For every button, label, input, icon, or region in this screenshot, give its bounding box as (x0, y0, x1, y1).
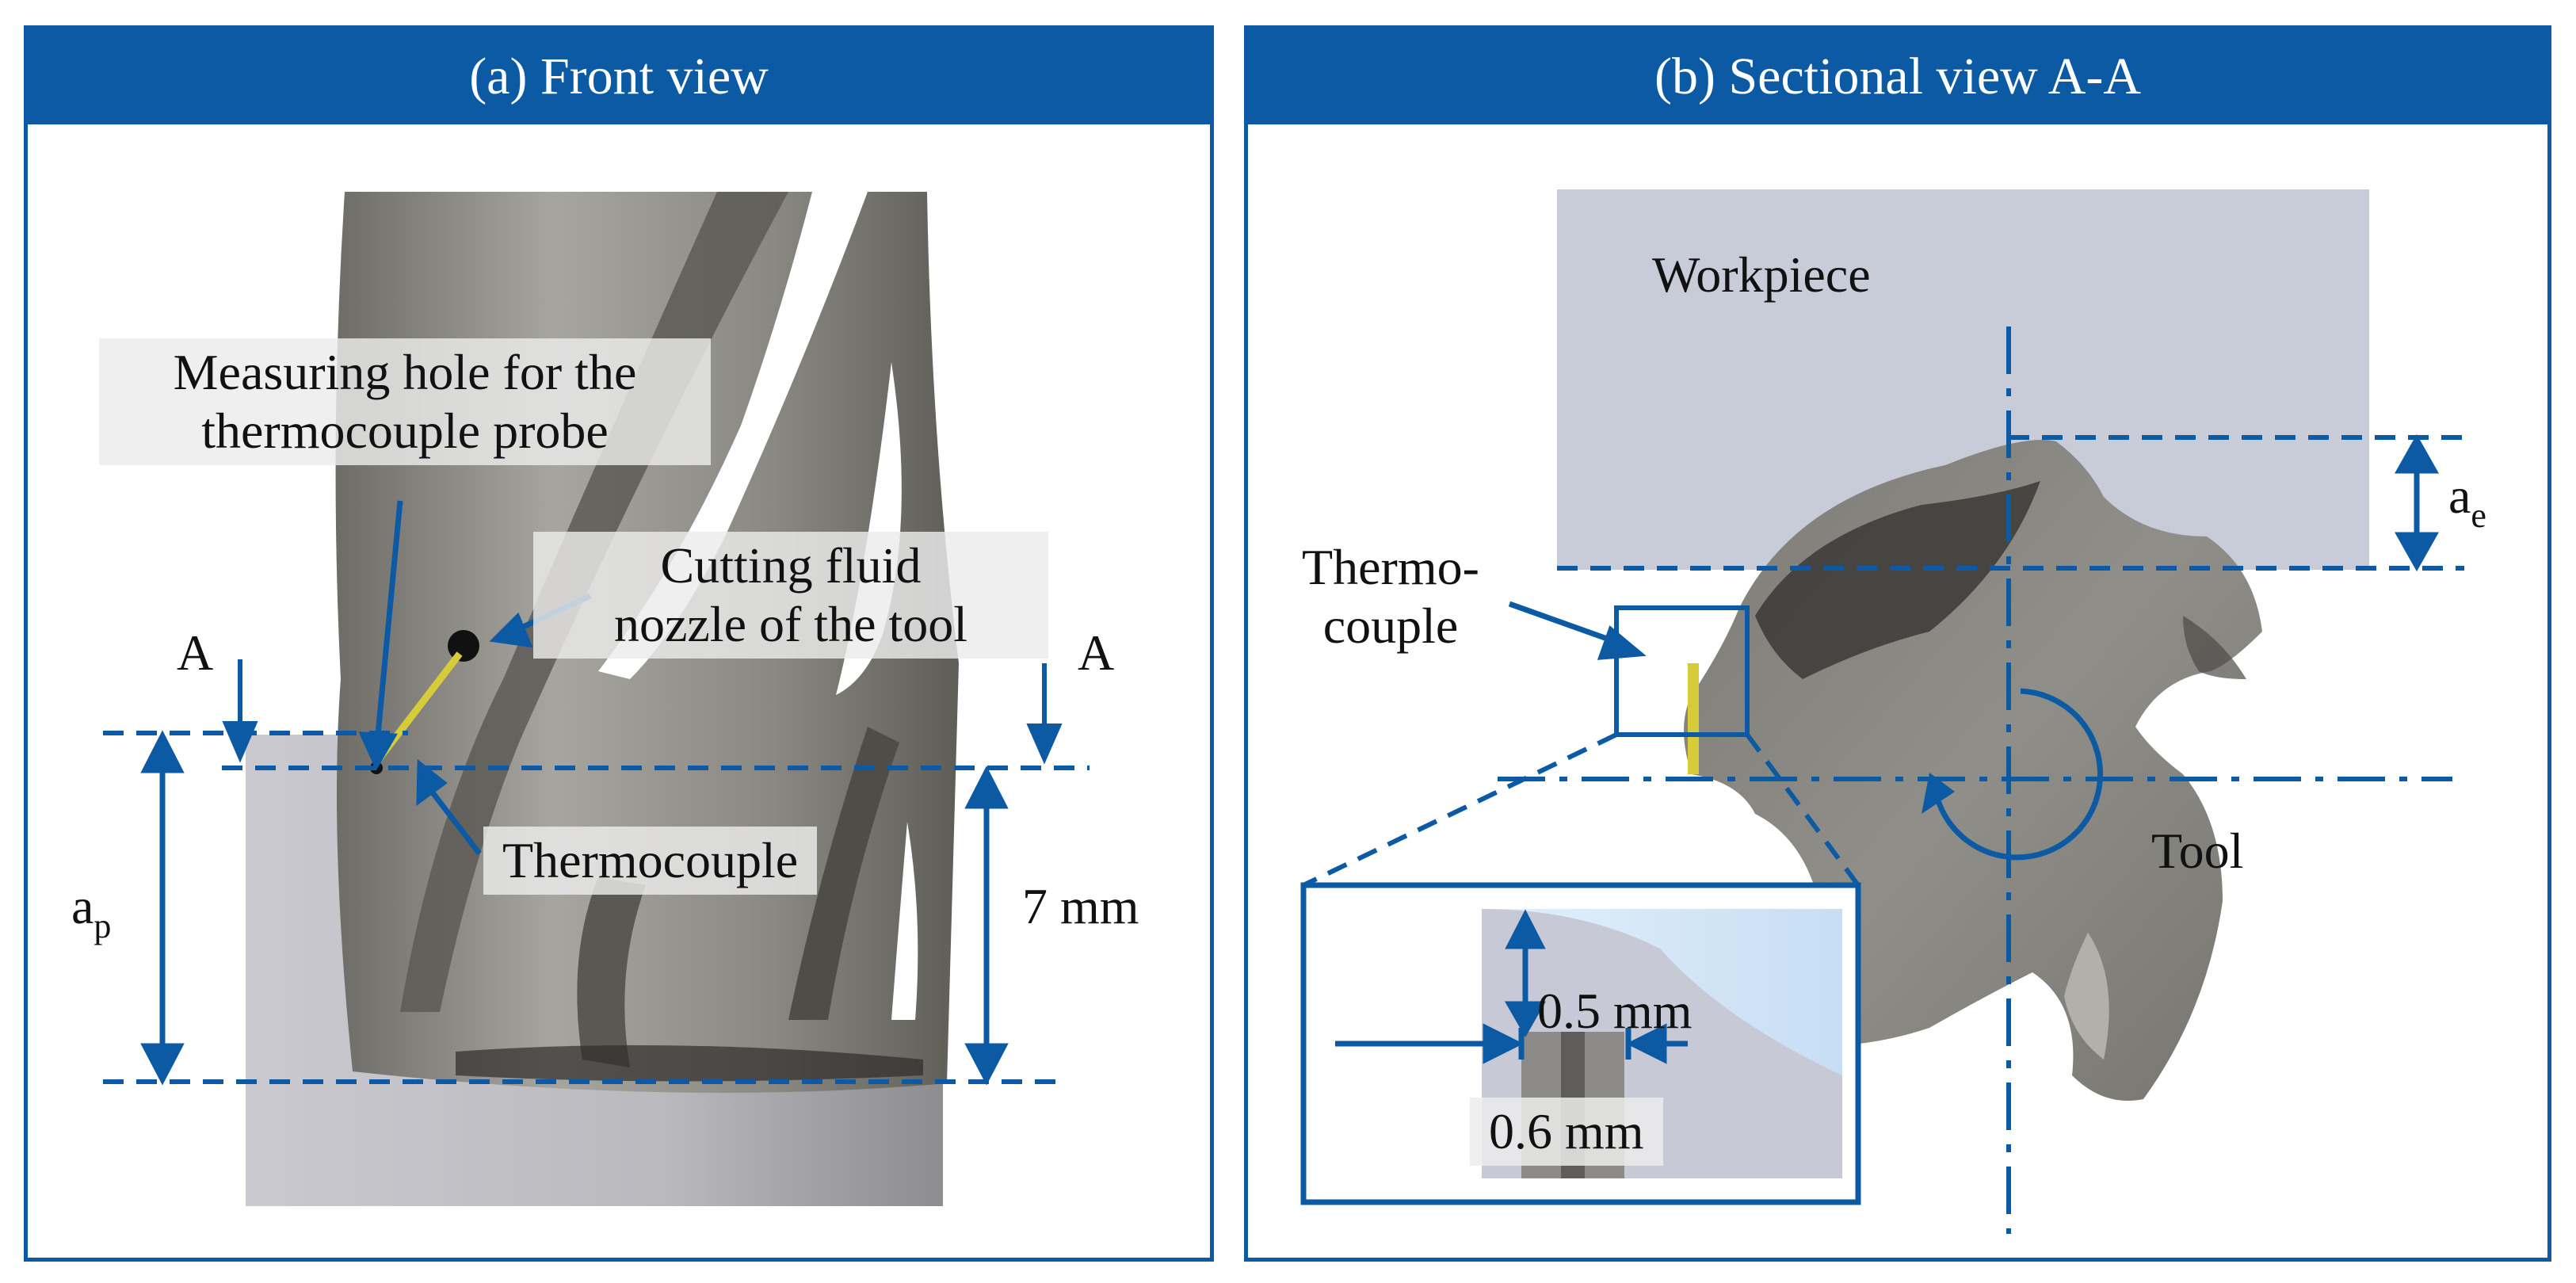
ap-label-base: a (71, 878, 94, 934)
section-mark-left: A (177, 624, 214, 681)
workpiece-label: Workpiece (1652, 246, 1871, 303)
rotation-arrowhead (1922, 773, 1955, 814)
dim-06mm-label: 0.6 mm (1470, 1098, 1663, 1166)
flute-light-3 (891, 822, 918, 1020)
sectional-view-panel: (b) Sectional view A-A (1244, 25, 2551, 1262)
flute-cavity-4 (2064, 933, 2109, 1060)
ap-label: ap (71, 877, 111, 945)
rotation-arrow (1934, 688, 2104, 861)
tool-tip-shadow (456, 1045, 923, 1082)
flute-cavity-2 (2183, 616, 2246, 679)
thermocouple-section-label-line2: couple (1322, 598, 1459, 654)
flute-dark-3 (577, 877, 646, 1067)
measuring-hole-label-line2: thermocouple probe (201, 403, 609, 459)
thermocouple-section-label: Thermo- couple (1272, 538, 1509, 655)
ae-label-base: a (2448, 468, 2471, 524)
section-mark-right: A (1078, 624, 1115, 681)
sectional-view-illustration (1300, 189, 2464, 1234)
tool-label: Tool (2151, 823, 2244, 879)
flute-cavity-1 (1755, 481, 2040, 679)
measuring-hole-label: Measuring hole for the thermocouple prob… (99, 338, 711, 465)
thermocouple-marker (1688, 663, 1699, 774)
depth-label: 7 mm (1022, 878, 1139, 934)
ap-label-subscript: p (93, 907, 112, 945)
sectional-view-title: (b) Sectional view A-A (1248, 29, 2547, 124)
thermocouple-label: Thermocouple (483, 827, 818, 895)
nozzle-label-line1: Cutting fluid (660, 537, 922, 594)
front-view-illustration (103, 192, 1090, 1206)
ae-label: ae (2448, 467, 2486, 535)
measuring-hole-label-line1: Measuring hole for the (173, 344, 637, 400)
sectional-view-drawing: Workpiece Thermo- couple ae Tool 0.5 mm … (1248, 124, 2547, 1258)
flute-dark-2 (788, 727, 899, 1020)
front-view-drawing: Measuring hole for the thermocouple prob… (28, 124, 1210, 1258)
front-view-panel: (a) Front view (24, 25, 1214, 1262)
nozzle-label-line2: nozzle of the tool (613, 596, 968, 652)
flute-dark-1 (400, 192, 788, 1012)
flute-light-1 (598, 192, 868, 679)
nozzle-label: Cutting fluid nozzle of the tool (533, 532, 1048, 659)
coolant-nozzle-icon (448, 630, 479, 662)
thermocouple-section-label-line1: Thermo- (1302, 539, 1479, 595)
dim-05mm-label: 0.5 mm (1537, 983, 1693, 1039)
front-view-title: (a) Front view (28, 29, 1210, 124)
ae-label-subscript: e (2471, 496, 2486, 535)
detail-marker-box (1614, 605, 1750, 737)
